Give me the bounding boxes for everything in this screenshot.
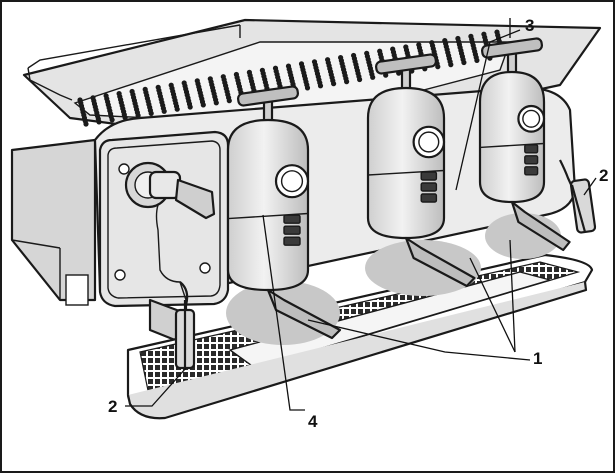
cup-warmer-hole [83,121,89,127]
group-head-middle [366,53,476,288]
callout-2-left: 2 [108,397,117,416]
cup-warmer-hole [344,79,350,85]
cup-warmer-hole [226,98,232,104]
cup-warmer-hole [213,100,219,106]
cup-warmer-hole [435,64,441,70]
callout-3: 3 [525,16,534,35]
group-heads [226,37,571,340]
cup-warmer-hole [161,108,167,114]
cup-warmer-hole [200,102,206,108]
cup-warmer-hole [331,81,337,87]
callout-2-right: 2 [599,166,608,185]
cup-warmer-hole [135,112,141,119]
cup-warmer-hole [461,59,467,66]
cup-warmer-hole [148,110,154,116]
cup-warmer-hole [317,83,324,89]
cup-warmer-hole [448,62,454,68]
cup-warmer-hole [109,117,115,123]
group-head-left [226,85,342,340]
filter-area-middle [365,240,481,296]
cup-warmer-tray [22,18,602,147]
cup-warmer-hole [370,74,376,80]
cup-warmer-hole [174,106,180,112]
callout-4: 4 [308,412,318,431]
cup-warmer-hole [357,76,363,83]
cup-warmer-hole [96,119,102,125]
callout-1: 1 [533,349,542,368]
cup-warmer-hole [187,104,193,110]
steam-wand-right [559,159,597,234]
cup-warmer-hole [304,85,311,91]
group-head-right [478,37,571,252]
steam-wand-left [174,281,196,370]
leader-lines [125,29,597,411]
steam-valve [124,161,216,301]
cup-warmer-hole [474,57,480,64]
